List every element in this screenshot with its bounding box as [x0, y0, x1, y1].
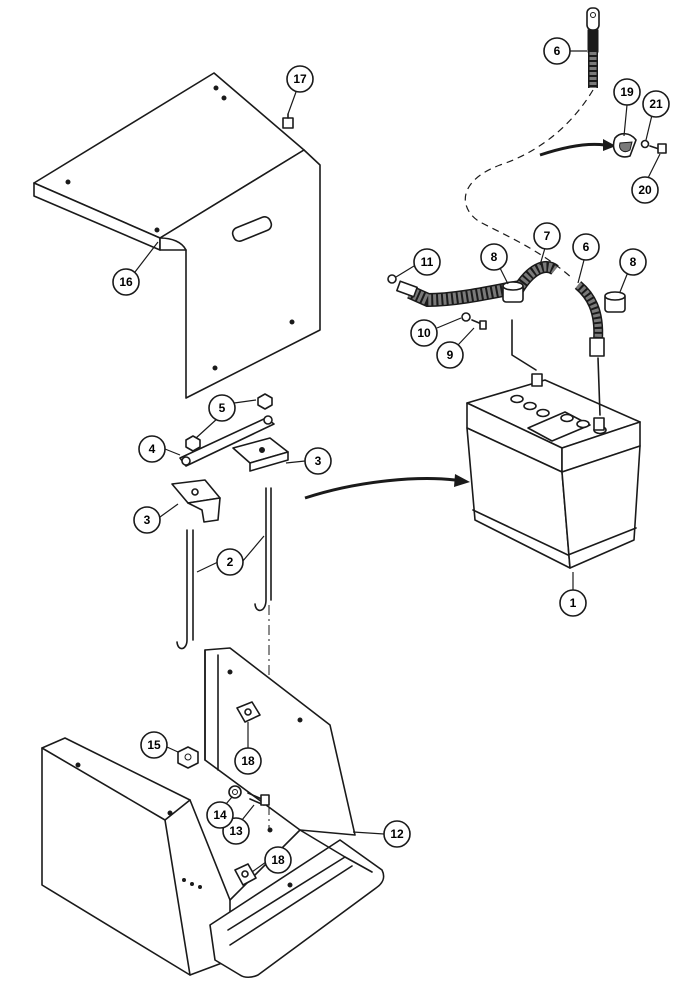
svg-text:3: 3	[144, 513, 151, 527]
svg-text:19: 19	[620, 85, 634, 99]
callout-6-lower: 6	[572, 233, 600, 284]
callout-21: 21	[642, 90, 670, 141]
callout-18-lower: 18	[251, 846, 292, 874]
svg-text:16: 16	[119, 275, 133, 289]
svg-text:2: 2	[227, 555, 234, 569]
callout-14: 14	[206, 796, 234, 829]
small-hardware	[387, 274, 487, 330]
cable-clip	[612, 132, 667, 158]
svg-text:6: 6	[554, 44, 561, 58]
callout-9: 9	[436, 327, 475, 369]
terminal-covers	[502, 281, 626, 313]
callout-8-right: 8	[619, 248, 647, 293]
callout-5: 5	[195, 394, 257, 439]
svg-text:9: 9	[447, 348, 454, 362]
callout-12: 12	[352, 820, 411, 848]
battery	[466, 373, 641, 569]
svg-text:8: 8	[630, 255, 637, 269]
washer	[228, 785, 242, 799]
cable-end-upper	[586, 7, 600, 88]
svg-text:11: 11	[421, 255, 434, 269]
clamp-right	[232, 437, 289, 472]
callout-17: 17	[286, 65, 314, 115]
callout-7: 7	[533, 222, 561, 266]
svg-text:8: 8	[491, 250, 498, 264]
cage-nuts	[234, 701, 261, 886]
svg-text:18: 18	[241, 754, 255, 768]
svg-text:21: 21	[649, 97, 663, 111]
assembly-arrow	[304, 477, 456, 500]
bolt	[282, 113, 294, 129]
svg-text:15: 15	[147, 738, 161, 752]
callout-19: 19	[613, 78, 641, 137]
callout-15: 15	[140, 731, 179, 759]
callout-3-left: 3	[133, 503, 179, 534]
callout-8-left: 8	[480, 243, 509, 285]
callout-2: 2	[196, 535, 265, 576]
callout-10: 10	[410, 317, 462, 347]
svg-text:7: 7	[544, 229, 551, 243]
svg-text:5: 5	[219, 401, 226, 415]
clamp-left	[171, 479, 221, 523]
svg-text:17: 17	[293, 72, 307, 86]
nuts	[185, 393, 273, 452]
svg-text:12: 12	[390, 827, 404, 841]
svg-text:6: 6	[583, 240, 590, 254]
callout-6-upper: 6	[543, 37, 587, 65]
hold-down-strap	[179, 415, 275, 467]
svg-text:13: 13	[229, 824, 243, 838]
callouts: 1 2 3 3 4 5	[112, 37, 670, 874]
svg-text:20: 20	[638, 183, 652, 197]
nut	[177, 746, 199, 769]
callout-18-upper: 18	[234, 722, 262, 775]
callout-3-right: 3	[285, 447, 332, 475]
svg-text:4: 4	[149, 442, 156, 456]
callout-16: 16	[112, 241, 159, 296]
svg-text:3: 3	[315, 454, 322, 468]
j-bolts	[176, 487, 272, 650]
svg-text:18: 18	[271, 853, 285, 867]
battery-cover	[33, 72, 321, 399]
battery-tray	[41, 647, 385, 979]
tray-bolt	[247, 792, 270, 806]
callout-1: 1	[559, 572, 587, 617]
svg-text:14: 14	[213, 808, 227, 822]
svg-text:10: 10	[417, 326, 431, 340]
callout-11: 11	[395, 248, 441, 278]
cable-route	[464, 89, 594, 279]
callout-4: 4	[138, 435, 181, 463]
callout-20: 20	[631, 153, 661, 204]
svg-text:1: 1	[570, 596, 577, 610]
